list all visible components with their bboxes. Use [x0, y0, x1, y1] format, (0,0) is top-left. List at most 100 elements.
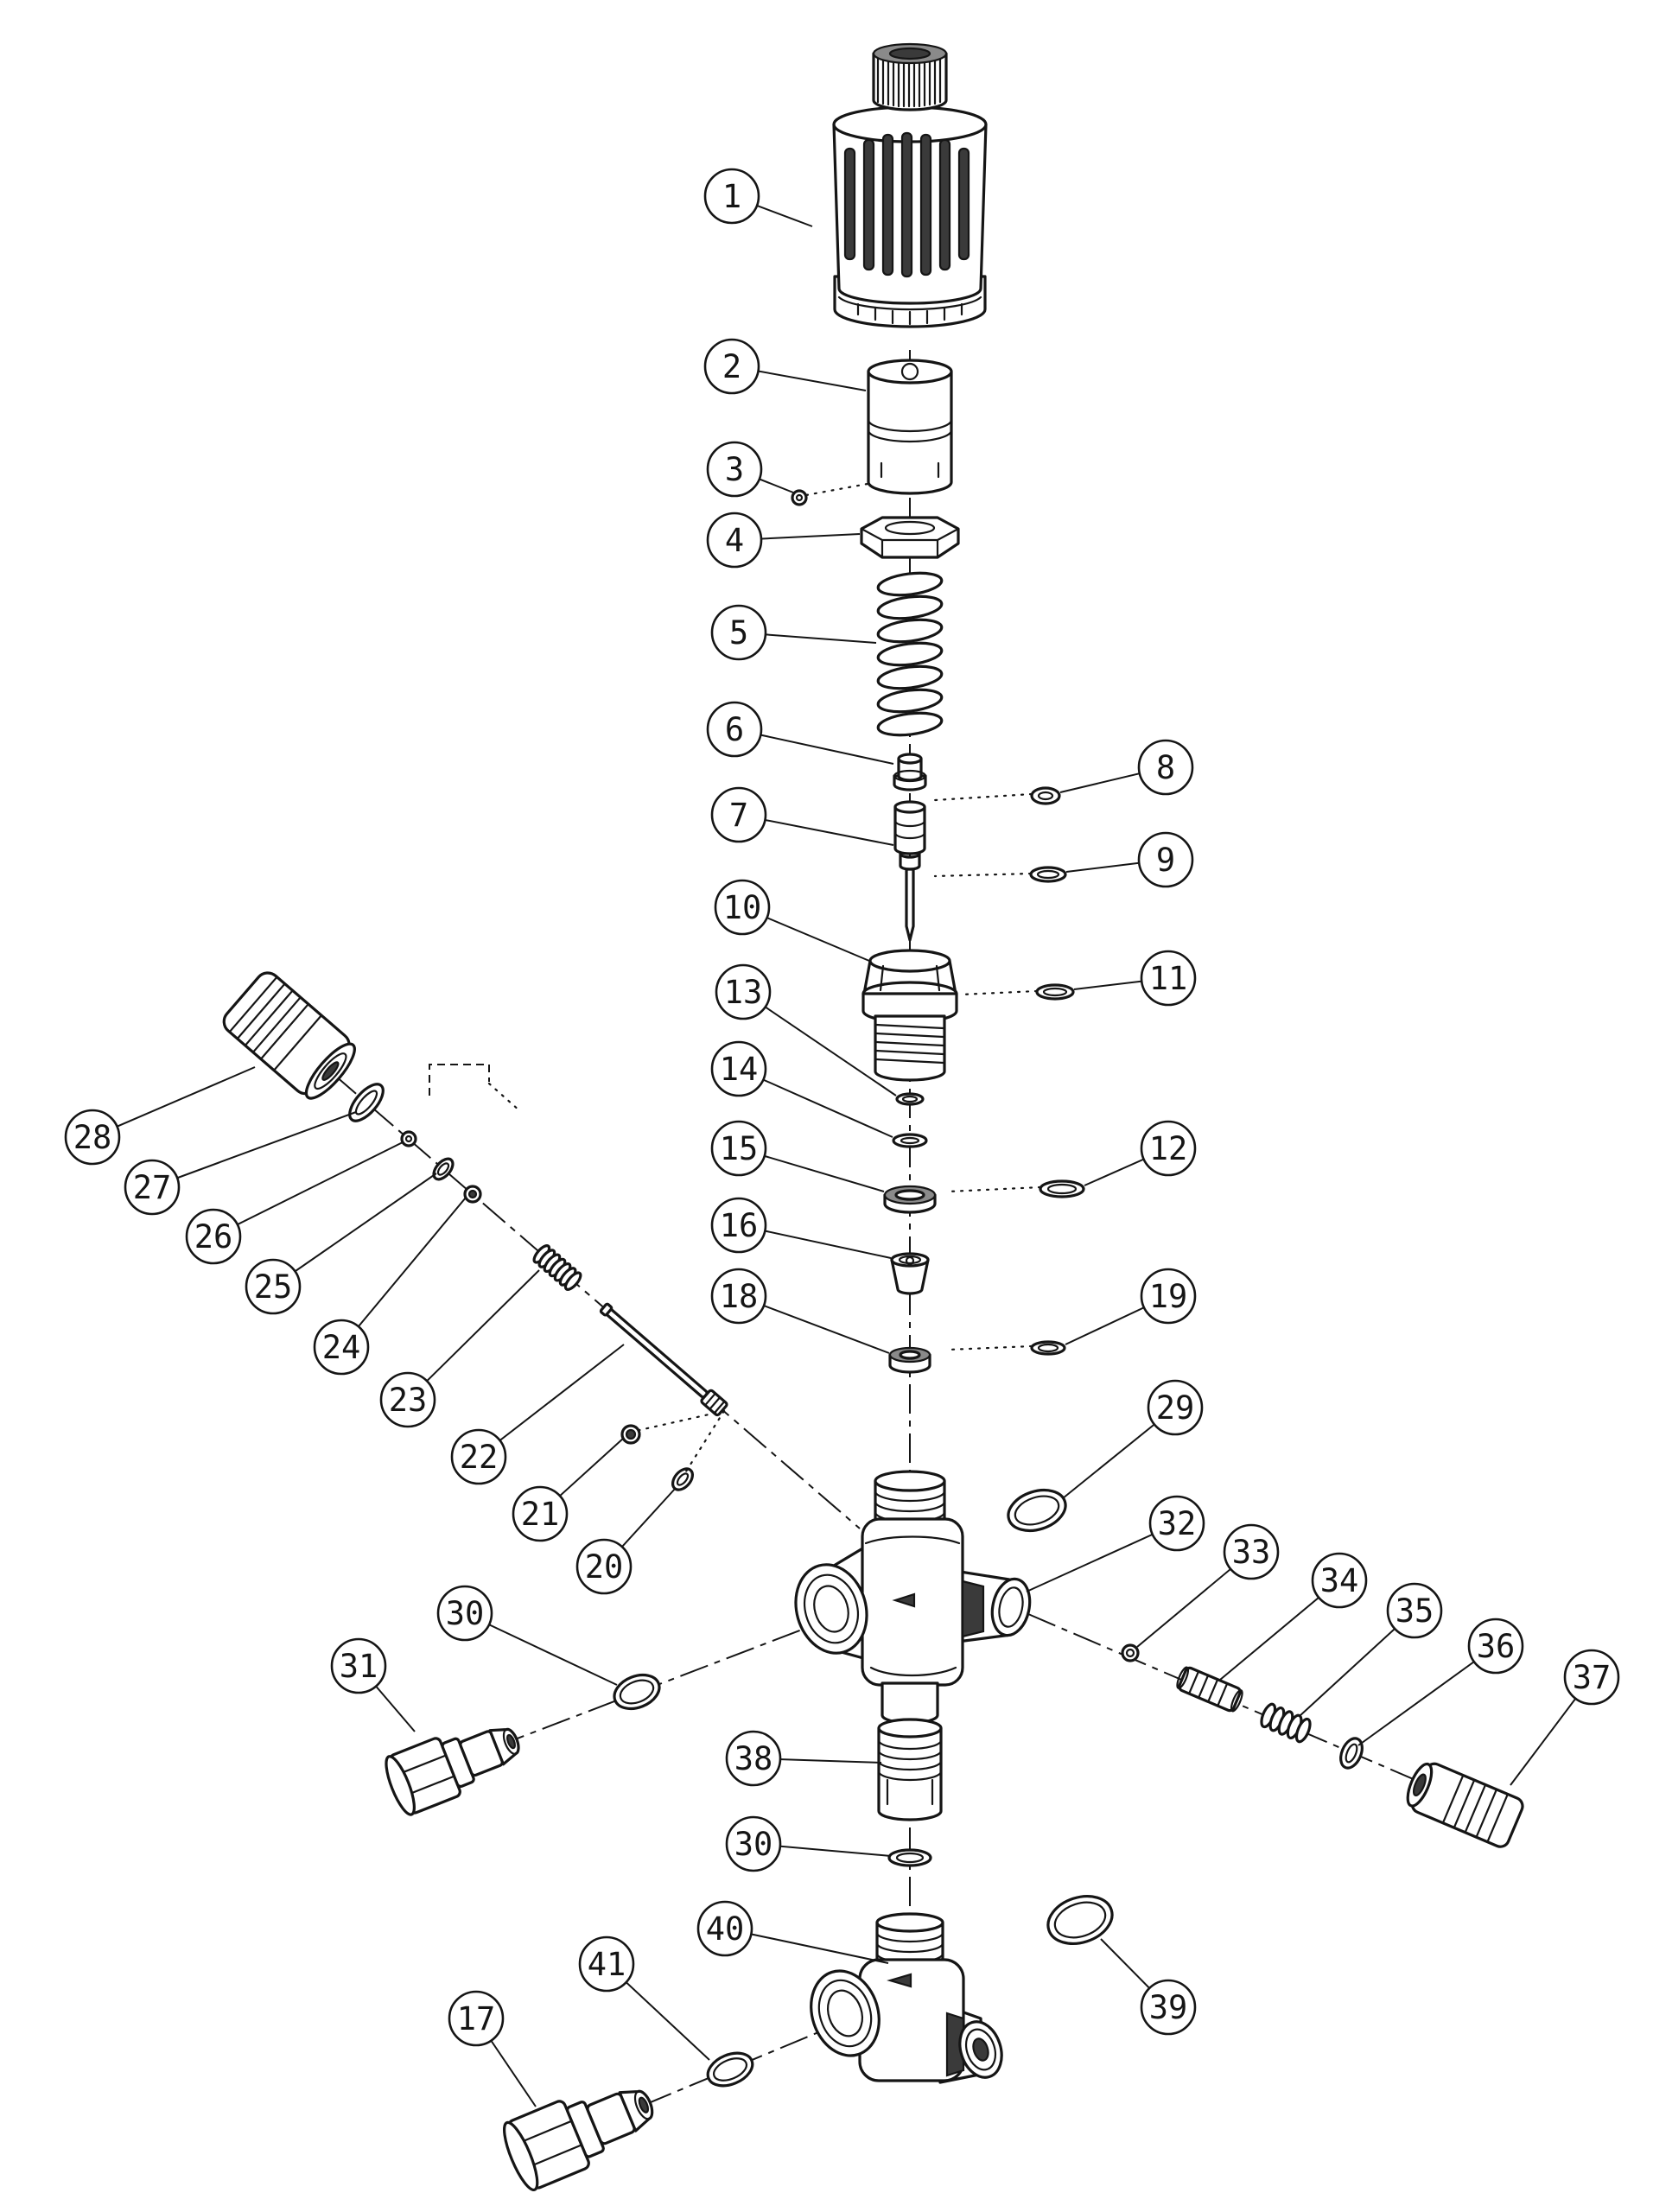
part-32-valve-body	[794, 1470, 1032, 1725]
detail-bracket	[429, 1064, 490, 1096]
parts-layer	[222, 42, 1524, 2192]
callout-circle-1	[703, 168, 760, 225]
part-9-o-ring	[1029, 866, 1067, 883]
callout-5-4: 5	[710, 604, 767, 661]
callout-number-31: 31	[340, 1648, 378, 1685]
callout-number-41: 41	[588, 1946, 626, 1983]
part-6-spring-seat	[893, 753, 927, 791]
assembly-dotted-link-2	[933, 872, 1033, 878]
callout-27-26: 27	[124, 1159, 181, 1216]
callout-15-14: 15	[710, 1120, 767, 1177]
callout-number-3: 3	[725, 451, 744, 488]
part-20-o-ring	[671, 1467, 695, 1491]
callout-circle-4	[706, 512, 763, 569]
callout-33-32: 33	[1223, 1523, 1280, 1580]
callout-number-6: 6	[725, 711, 744, 748]
leader-lines	[92, 195, 1593, 2107]
part-31-plug	[385, 1727, 520, 1816]
callout-circle-7	[710, 786, 767, 843]
callout-circle-12	[1140, 1120, 1197, 1177]
callout-35-34: 35	[1386, 1582, 1443, 1639]
callout-number-11: 11	[1149, 960, 1188, 997]
callout-circle-33	[1223, 1523, 1280, 1580]
callout-21-20: 21	[512, 1485, 569, 1542]
callout-circle-34	[1311, 1552, 1368, 1609]
centerline-3	[1027, 1613, 1477, 1807]
callout-circle-13	[715, 963, 772, 1020]
part-26-bead	[400, 1130, 417, 1147]
part-18-seat-seal	[888, 1346, 931, 1374]
callout-number-7: 7	[729, 797, 748, 834]
callout-14-13: 14	[710, 1040, 767, 1097]
callout-circle-6	[706, 701, 763, 758]
callout-number-26: 26	[194, 1218, 233, 1255]
valve-body-right-port	[990, 1577, 1032, 1637]
part-8-o-ring	[1030, 786, 1061, 805]
callout-20-19: 20	[575, 1538, 633, 1595]
part-1-handle-knob	[832, 42, 988, 328]
leader-line-23	[407, 1269, 540, 1401]
callout-number-9: 9	[1156, 842, 1175, 879]
callout-25-24: 25	[245, 1258, 302, 1315]
callout-28-27: 28	[64, 1109, 121, 1166]
callout-circle-22	[450, 1428, 507, 1485]
callout-circle-40	[696, 1900, 753, 1957]
callout-37-36: 37	[1563, 1649, 1620, 1706]
part-12-o-ring	[1039, 1179, 1085, 1198]
callout-6-5: 6	[706, 701, 763, 758]
centerlines	[258, 350, 1477, 2144]
part-38-cartridge-lower	[877, 1718, 943, 1821]
callout-number-12: 12	[1149, 1130, 1188, 1167]
callout-circle-39	[1140, 1979, 1197, 2036]
callout-9-8: 9	[1137, 831, 1194, 888]
part-34-check-cartridge	[1176, 1666, 1243, 1713]
callout-number-13: 13	[724, 974, 763, 1011]
callout-number-21: 21	[521, 1496, 560, 1533]
part-27-o-ring	[348, 1083, 385, 1122]
callout-24-23: 24	[313, 1319, 370, 1376]
callout-circle-18	[710, 1268, 767, 1325]
callout-number-17: 17	[457, 2000, 496, 2037]
callout-circle-30	[436, 1585, 493, 1642]
callout-2-1: 2	[703, 338, 760, 395]
assembly-dotted-link-5	[946, 1344, 1033, 1351]
callout-12-11: 12	[1140, 1120, 1197, 1177]
callout-circle-20	[575, 1538, 633, 1595]
callout-31-30: 31	[330, 1637, 387, 1694]
callout-number-35: 35	[1396, 1592, 1434, 1630]
part-22-stem-rod	[599, 1302, 728, 1417]
callout-number-30: 30	[734, 1826, 773, 1863]
callout-18-17: 18	[710, 1268, 767, 1325]
callout-number-8: 8	[1156, 749, 1175, 786]
leader-line-13	[742, 991, 897, 1096]
callout-3-2: 3	[706, 441, 763, 498]
callout-10-9: 10	[714, 879, 771, 936]
callout-circle-41	[578, 1936, 635, 1993]
callout-40-40: 40	[696, 1900, 753, 1957]
callout-11-10: 11	[1140, 950, 1197, 1007]
part-35-spring-small	[1260, 1702, 1312, 1744]
outlet-body-right-port	[958, 2020, 1003, 2079]
callout-number-4: 4	[725, 522, 744, 559]
callout-29-28: 29	[1147, 1379, 1204, 1436]
callout-circle-10	[714, 879, 771, 936]
callout-32-31: 32	[1148, 1495, 1205, 1552]
callout-circle-28	[64, 1109, 121, 1166]
callout-number-33: 33	[1232, 1534, 1271, 1571]
callout-circle-35	[1386, 1582, 1443, 1639]
callout-23-22: 23	[379, 1371, 436, 1428]
part-41-o-ring	[706, 2051, 754, 2088]
leader-line-30	[464, 1612, 618, 1686]
assembly-dotted-link-6	[804, 482, 869, 497]
callout-4-3: 4	[706, 512, 763, 569]
part-29-o-ring-large	[1007, 1488, 1067, 1533]
part-17-plug-large	[503, 2089, 654, 2192]
part-37-outlet-fitting	[1406, 1762, 1524, 1848]
callout-number-39: 39	[1149, 1989, 1188, 2026]
part-5-spring	[876, 571, 944, 737]
leader-line-24	[340, 1197, 467, 1348]
callout-circle-24	[313, 1319, 370, 1376]
